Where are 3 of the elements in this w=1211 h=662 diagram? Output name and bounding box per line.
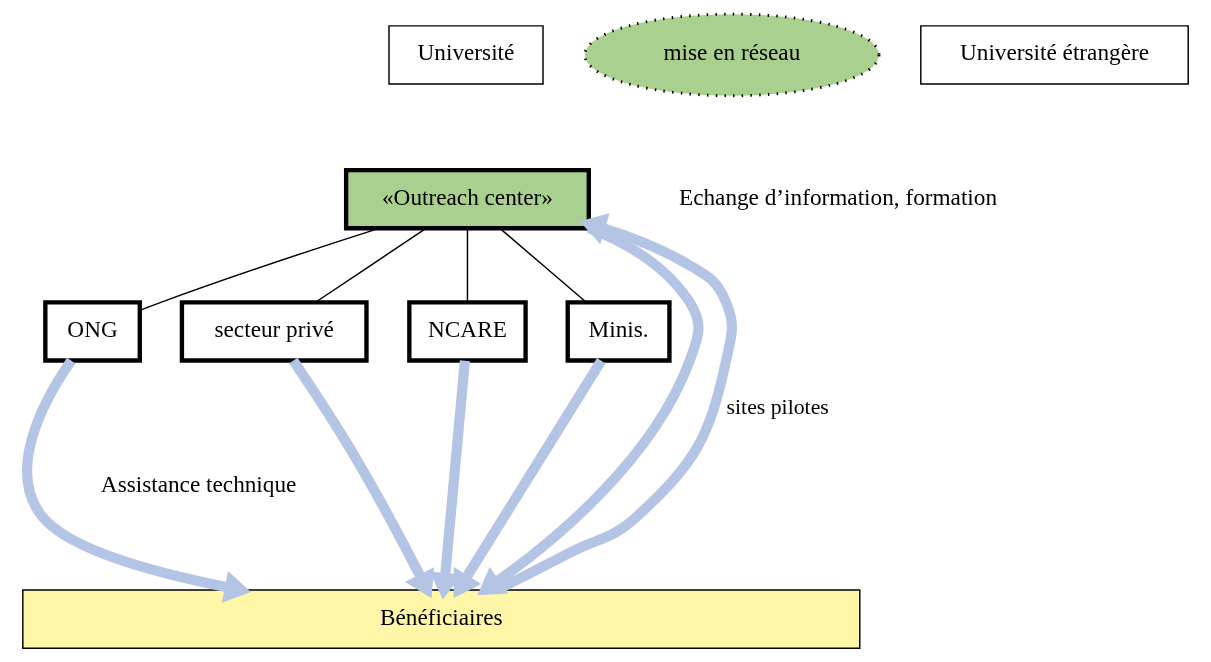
- label: Assistance technique: [100, 471, 297, 498]
- edge-label: sites pilotes: [726, 395, 829, 420]
- label: Echange d’information, formation: [678, 183, 998, 210]
